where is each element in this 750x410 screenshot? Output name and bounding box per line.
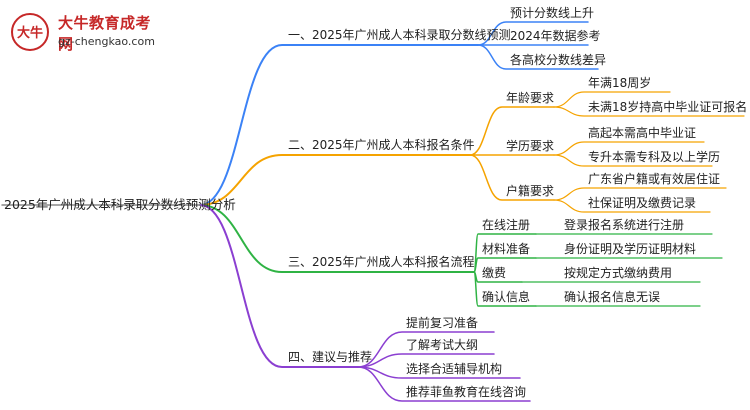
child-node: 了解考试大纲 [406,337,478,352]
branch-edge [199,204,475,273]
leaf-edge [553,141,705,156]
child-node: 推荐菲鱼教育在线咨询 [406,384,526,399]
edges-layer [1,21,745,402]
leaf-node: 未满18岁持高中毕业证可报名 [588,99,747,114]
branch-node: 二、2025年广州成人本科报名条件 [288,137,475,152]
leaf-node: 年满18周岁 [588,75,651,90]
child-edge [477,21,589,46]
child-node: 预计分数线上升 [510,5,594,20]
root-node: 2025年广州成人本科录取分数线预测分析 [4,197,236,212]
child-node: 户籍要求 [506,183,554,198]
logo-badge-text: 大牛 [17,25,43,41]
child-node: 各高校分数线差异 [510,52,606,67]
child-edge [477,44,599,70]
child-edge [357,353,495,368]
leaf-node: 社保证明及缴费记录 [588,195,696,210]
child-node: 2024年数据参考 [510,28,601,43]
leaf-node: 身份证明及学历证明材料 [564,241,696,256]
child-edge [469,106,555,156]
leaf-node: 高起本需高中毕业证 [588,125,696,140]
child-edge [473,271,537,307]
child-node: 在线注册 [482,217,530,232]
branch-node: 四、建议与推荐 [288,350,372,364]
child-node: 提前复习准备 [406,315,478,330]
child-node: 材料准备 [482,242,530,256]
leaf-edge [553,187,727,201]
child-edge [357,366,531,402]
branch-node: 一、2025年广州成人本科录取分数线预测 [288,27,511,42]
branch-edge [199,204,359,368]
leaf-edge [553,91,671,108]
leaf-edge [553,106,745,117]
child-node: 缴费 [482,265,506,280]
leaf-node: 确认报名信息无误 [564,289,660,304]
branch-node: 三、2025年广州成人本科报名流程 [288,254,475,269]
branch-edge [199,44,479,206]
logo-url: gz-chengkao.com [58,35,155,48]
leaf-edge [553,199,711,213]
branch-edge [199,154,471,206]
child-edge [469,154,555,201]
site-logo[interactable]: 大牛 大牛教育成考网 gz-chengkao.com [6,10,166,54]
child-node: 选择合适辅导机构 [406,361,502,376]
child-node: 确认信息 [482,289,530,304]
logo-title: 大牛教育成考网 [58,14,152,53]
leaf-node: 按规定方式缴纳费用 [564,265,672,280]
leaf-edge [553,154,713,167]
leaf-node: 登录报名系统进行注册 [564,217,684,232]
child-node: 学历要求 [506,138,554,153]
child-node: 年龄要求 [506,91,554,105]
leaf-node: 广东省户籍或有效居住证 [588,171,720,186]
logo-badge-icon: 大牛 [11,13,49,51]
leaf-node: 专升本需专科及以上学历 [588,149,720,164]
labels-layer: 2025年广州成人本科录取分数线预测分析 一、2025年广州成人本科录取分数线预… [4,5,747,399]
